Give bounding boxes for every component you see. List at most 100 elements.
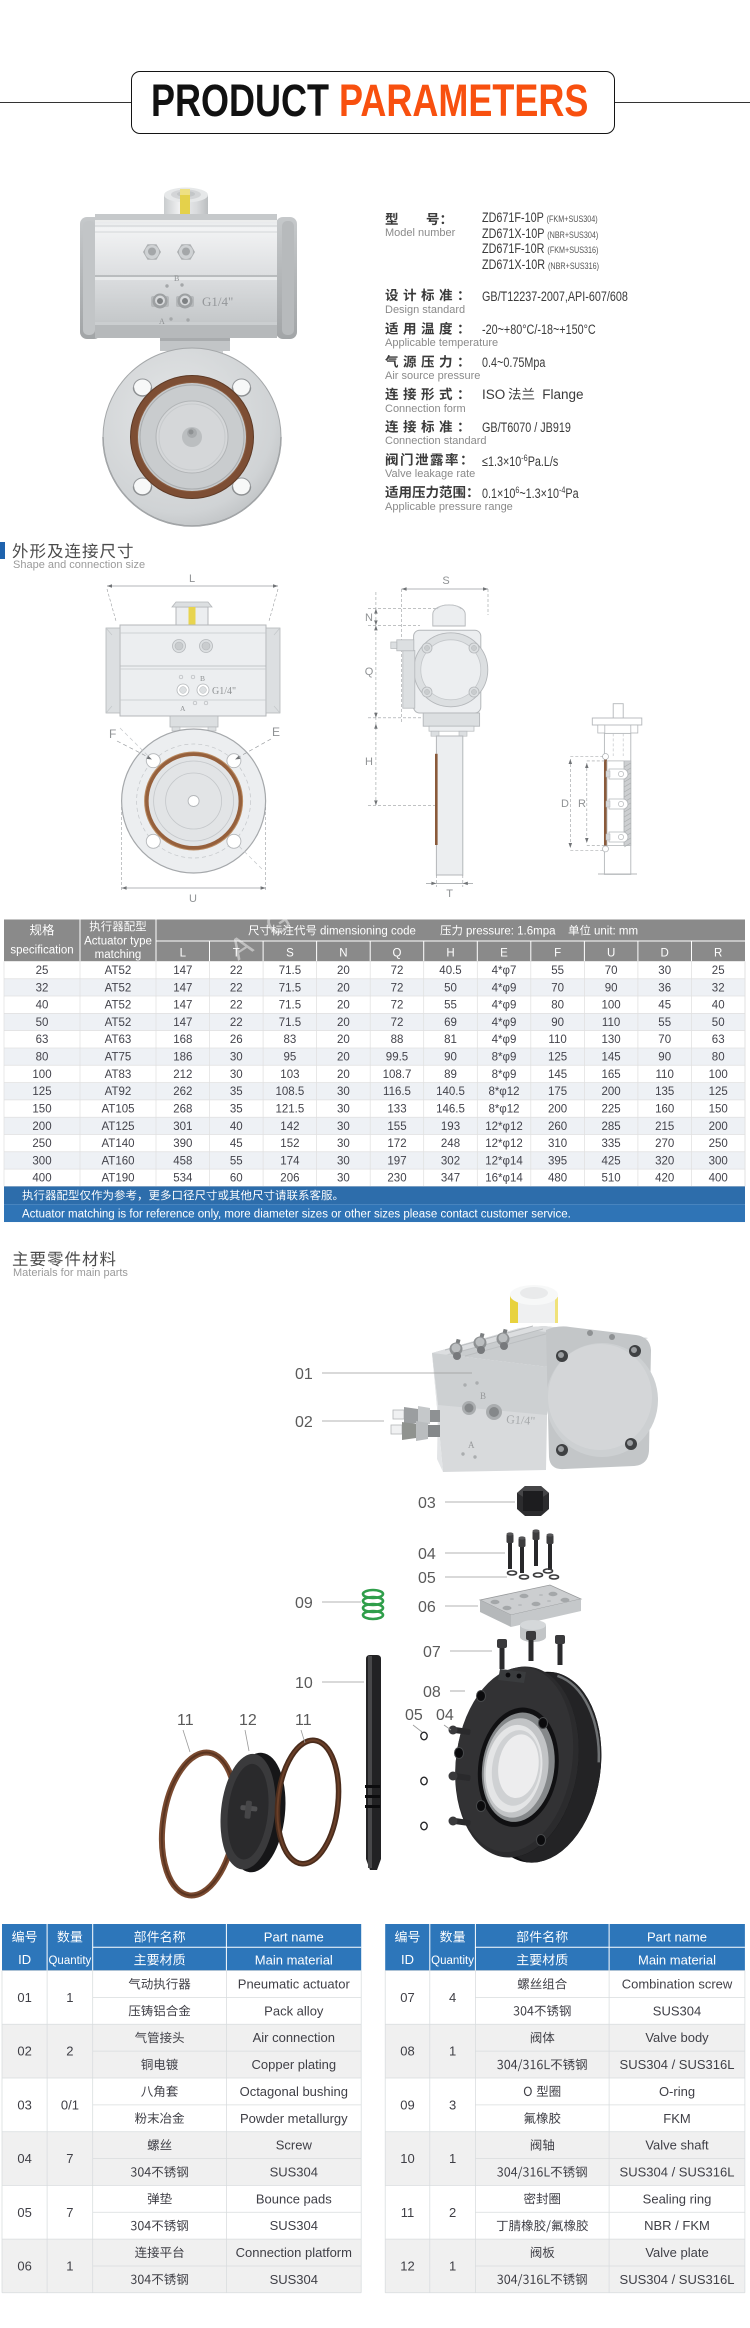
svg-text:125: 125: [548, 1052, 567, 1064]
svg-text:89: 89: [444, 1069, 457, 1081]
svg-text:30: 30: [658, 965, 671, 977]
svg-text:200: 200: [548, 1104, 567, 1116]
svg-text:212: 212: [173, 1069, 192, 1081]
svg-text:200: 200: [602, 1086, 621, 1098]
svg-text:7: 7: [66, 2205, 73, 2220]
svg-text:36: 36: [658, 982, 671, 994]
svg-text:05: 05: [405, 1707, 423, 1724]
svg-text:SUS304 / SUS316L: SUS304 / SUS316L: [620, 2272, 735, 2287]
svg-text:SUS304: SUS304: [270, 2272, 318, 2287]
svg-text:AT140: AT140: [101, 1138, 134, 1150]
svg-text:40: 40: [712, 1000, 725, 1012]
svg-text:Powder metallurgy: Powder metallurgy: [240, 2111, 348, 2126]
svg-text:320: 320: [655, 1155, 674, 1167]
svg-text:06: 06: [17, 2259, 31, 2274]
svg-text:30: 30: [337, 1104, 350, 1116]
svg-text:dimensioning code: dimensioning code: [320, 926, 416, 938]
svg-text:06: 06: [418, 1599, 436, 1616]
svg-text:08: 08: [423, 1684, 441, 1701]
svg-text:262: 262: [173, 1086, 192, 1098]
svg-text:4*φ7: 4*φ7: [492, 965, 517, 977]
svg-text:Bounce pads: Bounce pads: [256, 2191, 332, 2206]
svg-text:Main material: Main material: [638, 1953, 716, 1968]
svg-text:Copper plating: Copper plating: [252, 2057, 337, 2072]
svg-text:285: 285: [602, 1121, 621, 1133]
svg-text:25: 25: [36, 965, 49, 977]
svg-text:133: 133: [387, 1104, 406, 1116]
svg-text:30: 30: [337, 1121, 350, 1133]
svg-text:250: 250: [709, 1138, 728, 1150]
svg-text:2: 2: [66, 2044, 73, 2059]
svg-text:Q: Q: [393, 948, 402, 960]
svg-text:248: 248: [441, 1138, 460, 1150]
svg-text:09: 09: [400, 2097, 414, 2112]
svg-text:32: 32: [712, 982, 725, 994]
svg-text:R: R: [578, 798, 586, 810]
svg-text:E: E: [272, 725, 280, 739]
svg-text:Connection platform: Connection platform: [236, 2245, 352, 2260]
svg-text:4*φ9: 4*φ9: [492, 1000, 517, 1012]
svg-text:specification: specification: [10, 945, 73, 957]
svg-text:03: 03: [17, 2097, 31, 2112]
svg-text:146.5: 146.5: [436, 1104, 465, 1116]
svg-text:8*φ12: 8*φ12: [488, 1086, 519, 1098]
svg-text:02: 02: [295, 1414, 313, 1431]
svg-text:71.5: 71.5: [279, 965, 301, 977]
svg-text:270: 270: [655, 1138, 674, 1150]
svg-text:11: 11: [177, 1712, 194, 1729]
svg-text:80: 80: [36, 1052, 49, 1064]
svg-text:35: 35: [230, 1104, 243, 1116]
svg-text:71.5: 71.5: [279, 1000, 301, 1012]
svg-text:172: 172: [387, 1138, 406, 1150]
svg-text:72: 72: [391, 1017, 404, 1029]
svg-text:unit: mm: unit: mm: [594, 926, 638, 938]
svg-text:05: 05: [17, 2205, 31, 2220]
svg-text:O-ring: O-ring: [659, 2084, 695, 2099]
svg-text:Main material: Main material: [255, 1953, 333, 1968]
svg-text:206: 206: [280, 1173, 299, 1185]
svg-text:420: 420: [655, 1173, 674, 1185]
svg-text:40: 40: [36, 1000, 49, 1012]
svg-text:AT92: AT92: [105, 1086, 132, 1098]
svg-text:81: 81: [444, 1034, 457, 1046]
svg-text:S: S: [442, 575, 449, 587]
svg-text:55: 55: [444, 1000, 457, 1012]
svg-text:168: 168: [173, 1034, 192, 1046]
svg-text:45: 45: [230, 1138, 243, 1150]
svg-text:20: 20: [337, 1052, 350, 1064]
svg-text:FKM: FKM: [663, 2111, 690, 2126]
svg-text:Q: Q: [365, 666, 374, 678]
svg-text:Actuator matching is for refer: Actuator matching is for reference only,…: [22, 1208, 571, 1220]
svg-text:T: T: [233, 948, 240, 960]
svg-text:26: 26: [230, 1034, 243, 1046]
svg-text:310: 310: [548, 1138, 567, 1150]
svg-text:D: D: [661, 948, 669, 960]
svg-text:32: 32: [36, 982, 49, 994]
svg-text:425: 425: [602, 1155, 621, 1167]
svg-text:225: 225: [602, 1104, 621, 1116]
svg-text:103: 103: [280, 1069, 299, 1081]
svg-text:150: 150: [32, 1104, 51, 1116]
svg-text:07: 07: [423, 1644, 441, 1661]
svg-text:480: 480: [548, 1173, 567, 1185]
svg-text:301: 301: [173, 1121, 192, 1133]
svg-text:30: 30: [337, 1138, 350, 1150]
svg-text:135: 135: [655, 1086, 674, 1098]
svg-text:20: 20: [337, 1017, 350, 1029]
svg-text:90: 90: [444, 1052, 457, 1064]
svg-text:A: A: [159, 317, 165, 326]
svg-text:L: L: [180, 948, 187, 960]
svg-text:70: 70: [658, 1034, 671, 1046]
svg-text:347: 347: [441, 1173, 460, 1185]
svg-text:80: 80: [712, 1052, 725, 1064]
svg-text:AT83: AT83: [105, 1069, 132, 1081]
svg-text:300: 300: [32, 1155, 51, 1167]
svg-text:390: 390: [173, 1138, 192, 1150]
svg-text:SUS304: SUS304: [270, 2218, 318, 2233]
svg-text:05: 05: [418, 1570, 436, 1587]
svg-text:L: L: [189, 573, 195, 585]
svg-text:125: 125: [709, 1086, 728, 1098]
svg-text:145: 145: [602, 1052, 621, 1064]
svg-text:160: 160: [655, 1104, 674, 1116]
svg-text:30: 30: [337, 1155, 350, 1167]
